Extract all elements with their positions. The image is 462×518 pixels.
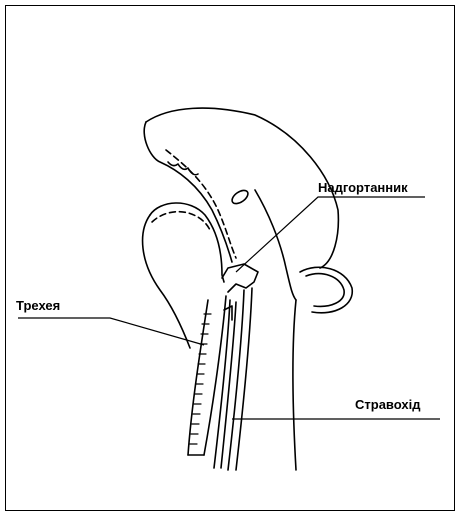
tongue-outline: [144, 122, 232, 262]
pharynx-dashed: [152, 212, 210, 230]
neck-outline: [293, 300, 296, 470]
epiglottis-label: Надгортанник: [318, 181, 408, 195]
trachea-label: Трехея: [16, 299, 60, 313]
esophagus-right-outer: [236, 288, 252, 470]
oval-mark: [230, 188, 250, 207]
leader-trachea: [18, 318, 204, 345]
pharynx-left: [143, 215, 190, 348]
trachea-rings: [190, 314, 211, 444]
ear-inner: [306, 274, 344, 307]
head-outline: [146, 108, 338, 268]
trachea-left-wall: [188, 300, 208, 455]
right-pharynx-line: [255, 190, 296, 300]
trachea-right-wall: [204, 296, 226, 455]
esophagus-label: Стравохід: [355, 398, 420, 412]
